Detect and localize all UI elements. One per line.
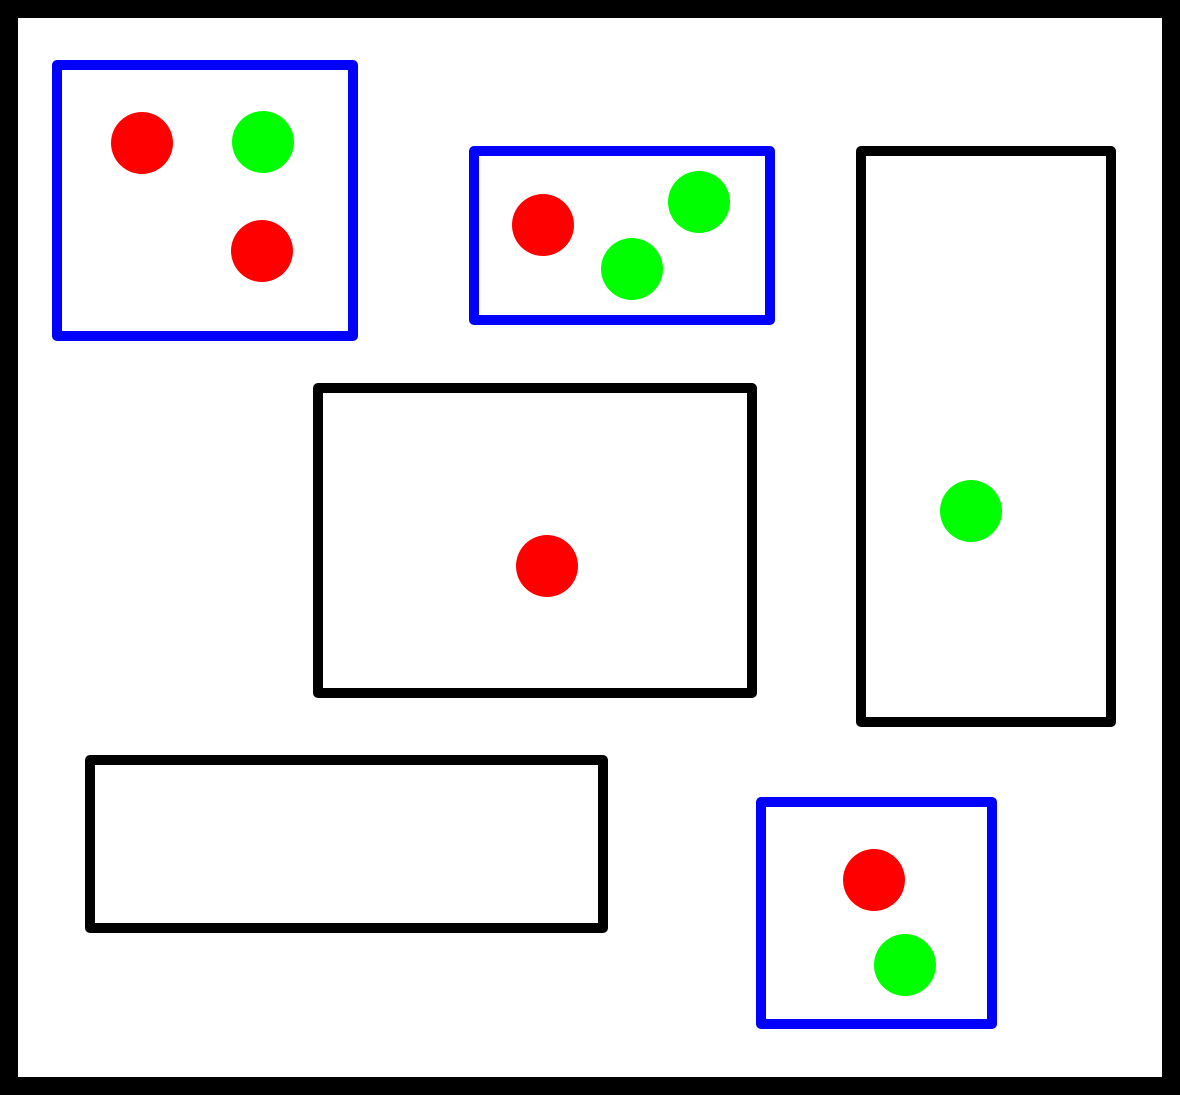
green-dot (668, 171, 730, 233)
box-4 (313, 383, 757, 698)
red-dot (843, 849, 905, 911)
box-2 (469, 146, 775, 325)
box-3 (856, 146, 1116, 727)
box-border (313, 383, 757, 698)
red-dot (516, 535, 578, 597)
red-dot (231, 220, 293, 282)
green-dot (601, 238, 663, 300)
red-dot (512, 194, 574, 256)
green-dot (940, 480, 1002, 542)
box-border (469, 146, 775, 325)
green-dot (874, 934, 936, 996)
box-1 (52, 60, 358, 341)
box-border (756, 797, 997, 1029)
box-5 (85, 755, 608, 933)
box-6 (756, 797, 997, 1029)
box-border (52, 60, 358, 341)
box-border (85, 755, 608, 933)
box-border (856, 146, 1116, 727)
red-dot (111, 112, 173, 174)
green-dot (232, 111, 294, 173)
